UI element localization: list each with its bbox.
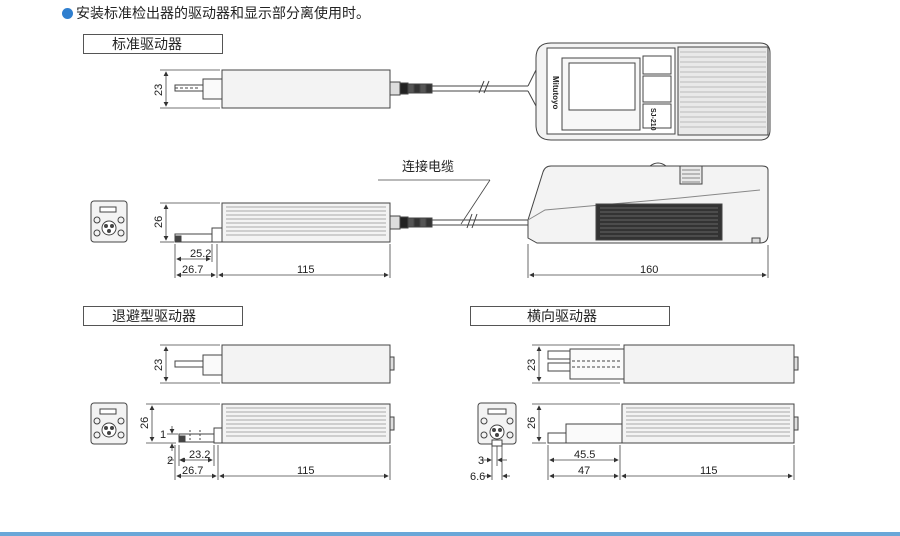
dim-ret-gap-text: 2 — [167, 455, 173, 467]
std-front-view — [90, 200, 128, 243]
dim-tr-d3-text: 47 — [578, 465, 590, 477]
cable-callout-label: 连接电缆 — [402, 160, 455, 175]
dim-tr-len-text: 115 — [700, 465, 718, 477]
cable-connector-top — [399, 82, 433, 95]
dim-std-d2-text: 26.7 — [182, 264, 203, 276]
standard-drive-side-view — [174, 202, 528, 243]
ret-front-view — [90, 402, 128, 445]
dim-ret-top-height — [160, 344, 220, 384]
tr-front-view — [477, 402, 517, 447]
dim-tr-d1-text: 45.5 — [574, 449, 595, 461]
dim-ret-step — [167, 426, 178, 451]
dim-ret-d2-text: 26.7 — [182, 465, 203, 477]
dim-std-len-text: 115 — [297, 264, 315, 276]
retract-drive-side-view — [178, 403, 395, 444]
dim-tr-top-height-text: 23 — [526, 359, 538, 371]
retract-drive-top-view — [174, 344, 395, 384]
dim-ret-side-height-text: 26 — [139, 417, 151, 429]
dim-tr-d2-text: 6.6 — [470, 471, 485, 483]
dim-ret-side-height — [146, 403, 220, 444]
dim-std-side-height-text: 26 — [153, 216, 165, 228]
display-unit-top-view: Mitutoyo SJ-210 — [535, 42, 771, 141]
dim-ret-step-text: 1 — [160, 429, 166, 441]
dim-tr-d0-text: 3 — [478, 455, 484, 467]
dim-ret-extension-lines — [174, 445, 391, 480]
dim-std-top-height — [160, 69, 220, 109]
dim-ret-len-text: 115 — [297, 465, 315, 477]
standard-drive-top-view — [174, 69, 537, 109]
display-brand-label: Mitutoyo — [551, 76, 560, 109]
section-label-transverse: 横向驱动器 — [470, 306, 670, 326]
dim-tr-side-height-text: 26 — [526, 417, 538, 429]
section-label-retract: 退避型驱动器 — [83, 306, 243, 326]
dim-std-extension-lines — [174, 244, 769, 278]
dim-std-d1-text: 25.2 — [190, 248, 211, 260]
bottom-rule — [0, 532, 900, 536]
sheet-heading: 安装标准检出器的驱动器和显示部分离使用时。 — [62, 4, 370, 24]
dim-ret-d1-text: 23.2 — [189, 449, 210, 461]
bullet-icon — [62, 8, 73, 19]
dim-tr-extension-lines — [491, 445, 795, 480]
dim-std-top-height-text: 23 — [153, 84, 165, 96]
dim-tr-side-height — [532, 403, 620, 444]
transverse-drive-top-view — [547, 344, 799, 384]
dim-tr-top-height — [532, 344, 620, 384]
dim-ret-top-height-text: 23 — [153, 359, 165, 371]
section-label-standard: 标准驱动器 — [83, 34, 223, 54]
cable-connector-side — [399, 216, 433, 229]
cable-callout-leader — [378, 179, 491, 225]
transverse-drive-side-view — [547, 403, 799, 444]
dim-display-len-text: 160 — [640, 264, 658, 276]
display-model-label: SJ-210 — [649, 108, 656, 131]
dim-std-side-height — [160, 202, 220, 243]
display-unit-side-view — [527, 162, 769, 244]
heading-text: 安装标准检出器的驱动器和显示部分离使用时。 — [76, 6, 370, 22]
